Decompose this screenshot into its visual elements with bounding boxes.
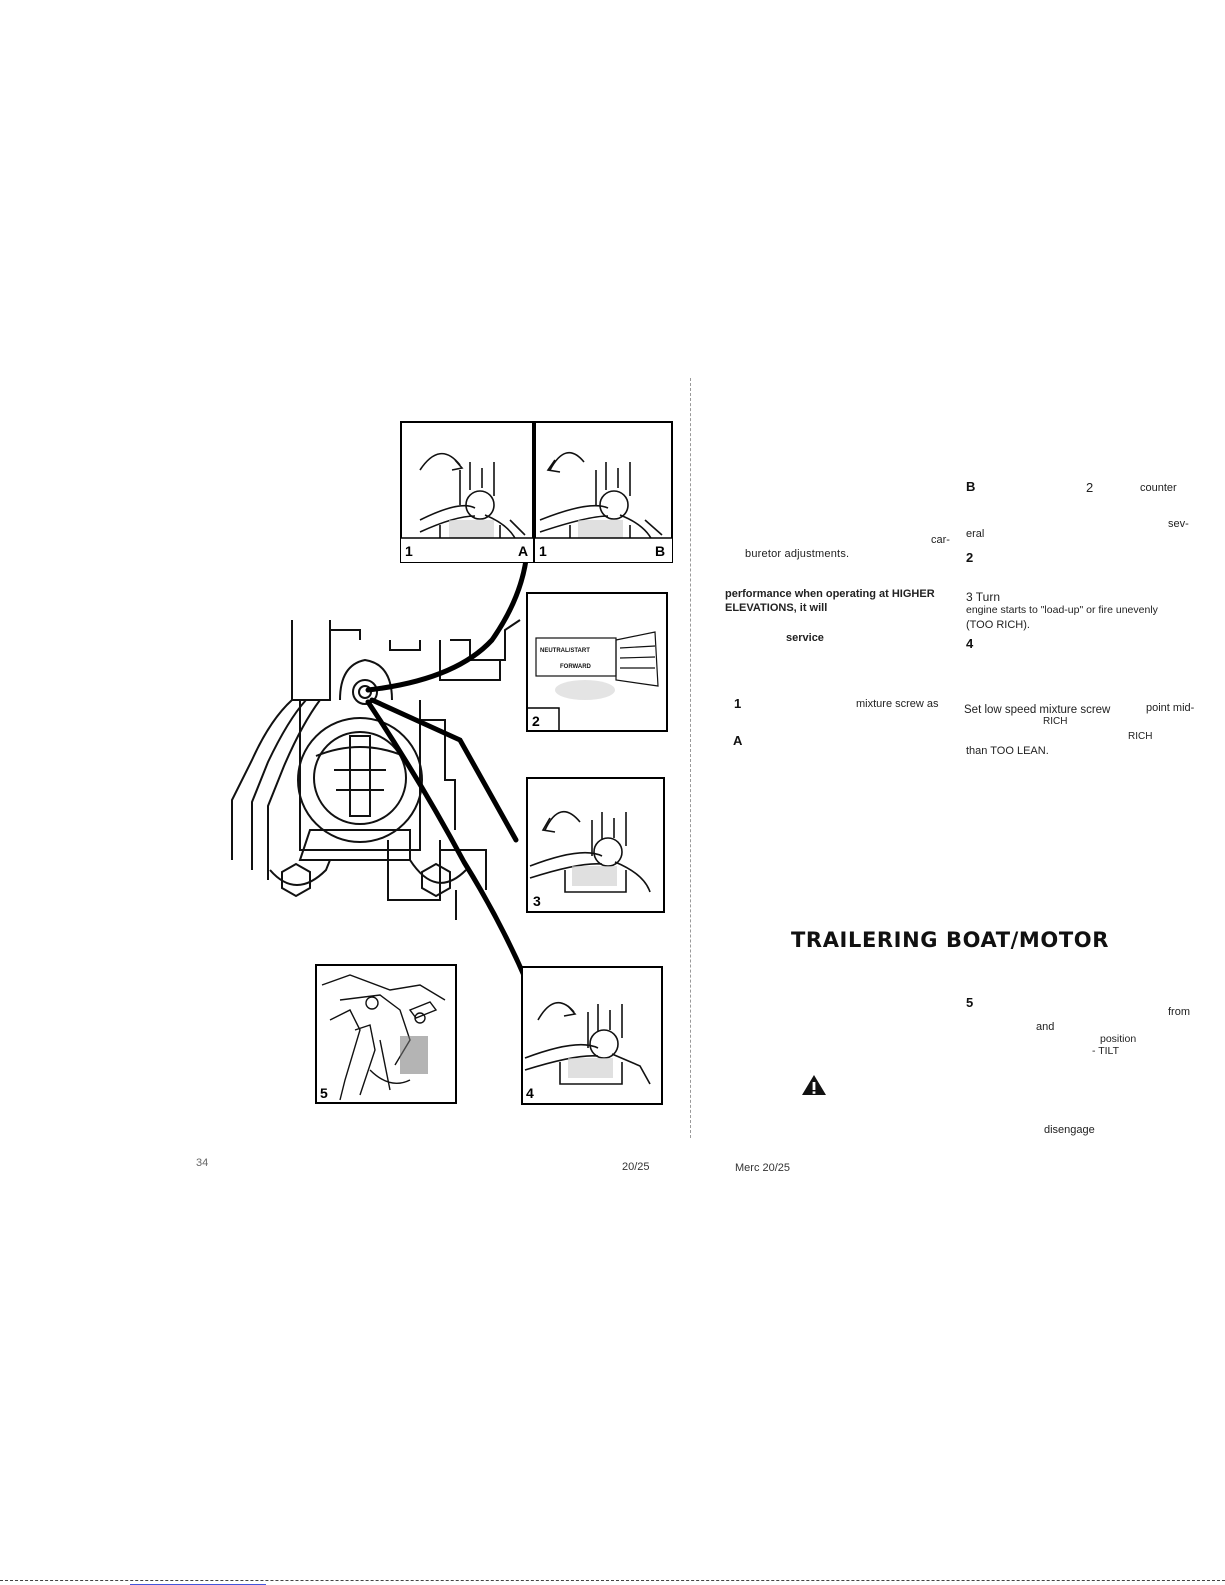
text-point-mid: point mid- xyxy=(1146,702,1195,714)
text-rich-2: RICH xyxy=(1128,731,1153,742)
panel-1a-letter: A xyxy=(518,543,528,559)
panel-1b-number: 1 xyxy=(539,543,547,559)
text-engine-load-up: engine starts to "load-up" or fire uneve… xyxy=(966,604,1158,616)
step-4-number: 4 xyxy=(966,636,974,651)
detail-panel-4: 4 xyxy=(521,966,663,1105)
panel-4-number: 4 xyxy=(526,1085,534,1101)
text-buretor-adjustments: buretor adjustments. xyxy=(745,548,850,560)
decal-text-neutral-start: NEUTRAL/START xyxy=(540,648,590,654)
step-3-turn: 3 Turn xyxy=(966,590,1001,604)
text-too-rich: (TOO RICH). xyxy=(966,619,1030,631)
text-elevations: ELEVATIONS, it will xyxy=(725,602,828,614)
text-position: position xyxy=(1100,1033,1137,1045)
text-rich-1: RICH xyxy=(1043,716,1068,727)
panel-2-number: 2 xyxy=(532,713,540,729)
panel-3-number: 3 xyxy=(533,893,541,909)
text-from: from xyxy=(1168,1006,1190,1018)
panel-1a-number: 1 xyxy=(405,543,413,559)
decal-text-forward: FORWARD xyxy=(560,664,592,670)
step-2-number: 2 xyxy=(966,550,974,565)
detail-panel-3: 3 xyxy=(526,777,665,913)
text-car: car- xyxy=(931,534,950,546)
text-counter: counter xyxy=(1140,482,1177,494)
text-two: 2 xyxy=(1086,480,1094,495)
detail-panel-2-decal: NEUTRAL/START FORWARD 2 xyxy=(526,592,668,732)
text-mixture-screw: mixture screw as xyxy=(856,698,939,710)
footer-model-right: Merc 20/25 xyxy=(735,1162,791,1174)
text-disengage: disengage xyxy=(1044,1124,1095,1136)
step-b-number: B xyxy=(966,479,976,494)
text-tilt: - TILT xyxy=(1092,1045,1120,1057)
panel-5-number: 5 xyxy=(320,1085,328,1101)
step-5-number: 5 xyxy=(966,995,974,1010)
text-service: service xyxy=(786,632,824,644)
carburetor-main-drawing xyxy=(231,619,521,920)
text-and: and xyxy=(1036,1021,1055,1033)
text-eral: eral xyxy=(966,528,985,540)
panel-1b-letter: B xyxy=(655,543,665,559)
step-1-number: 1 xyxy=(734,696,742,711)
text-than-too-lean: than TOO LEAN. xyxy=(966,745,1049,757)
carburetor-adjustment-illustration: 1 A 1 B NEUTRAL/START FORWARD xyxy=(231,421,673,1105)
footer-page-number: 34 xyxy=(196,1157,209,1169)
footer-model-left: 20/25 xyxy=(622,1161,650,1173)
section-title-trailering: TRAILERING BOAT/MOTOR xyxy=(791,928,1110,952)
text-performance-higher: performance when operating at HIGHER xyxy=(725,588,935,600)
detail-panel-1b: 1 B xyxy=(534,421,673,563)
warning-triangle-icon xyxy=(802,1075,826,1095)
bottom-rule xyxy=(0,1580,1225,1581)
leader-lines xyxy=(365,557,529,983)
detail-panel-5: 5 xyxy=(315,964,457,1104)
page-divider xyxy=(690,378,691,1138)
detail-panel-1a: 1 A xyxy=(400,421,534,563)
text-sev: sev- xyxy=(1168,518,1189,530)
text-set-low-speed: Set low speed mixture screw xyxy=(964,704,1111,716)
step-a-number: A xyxy=(733,733,743,748)
